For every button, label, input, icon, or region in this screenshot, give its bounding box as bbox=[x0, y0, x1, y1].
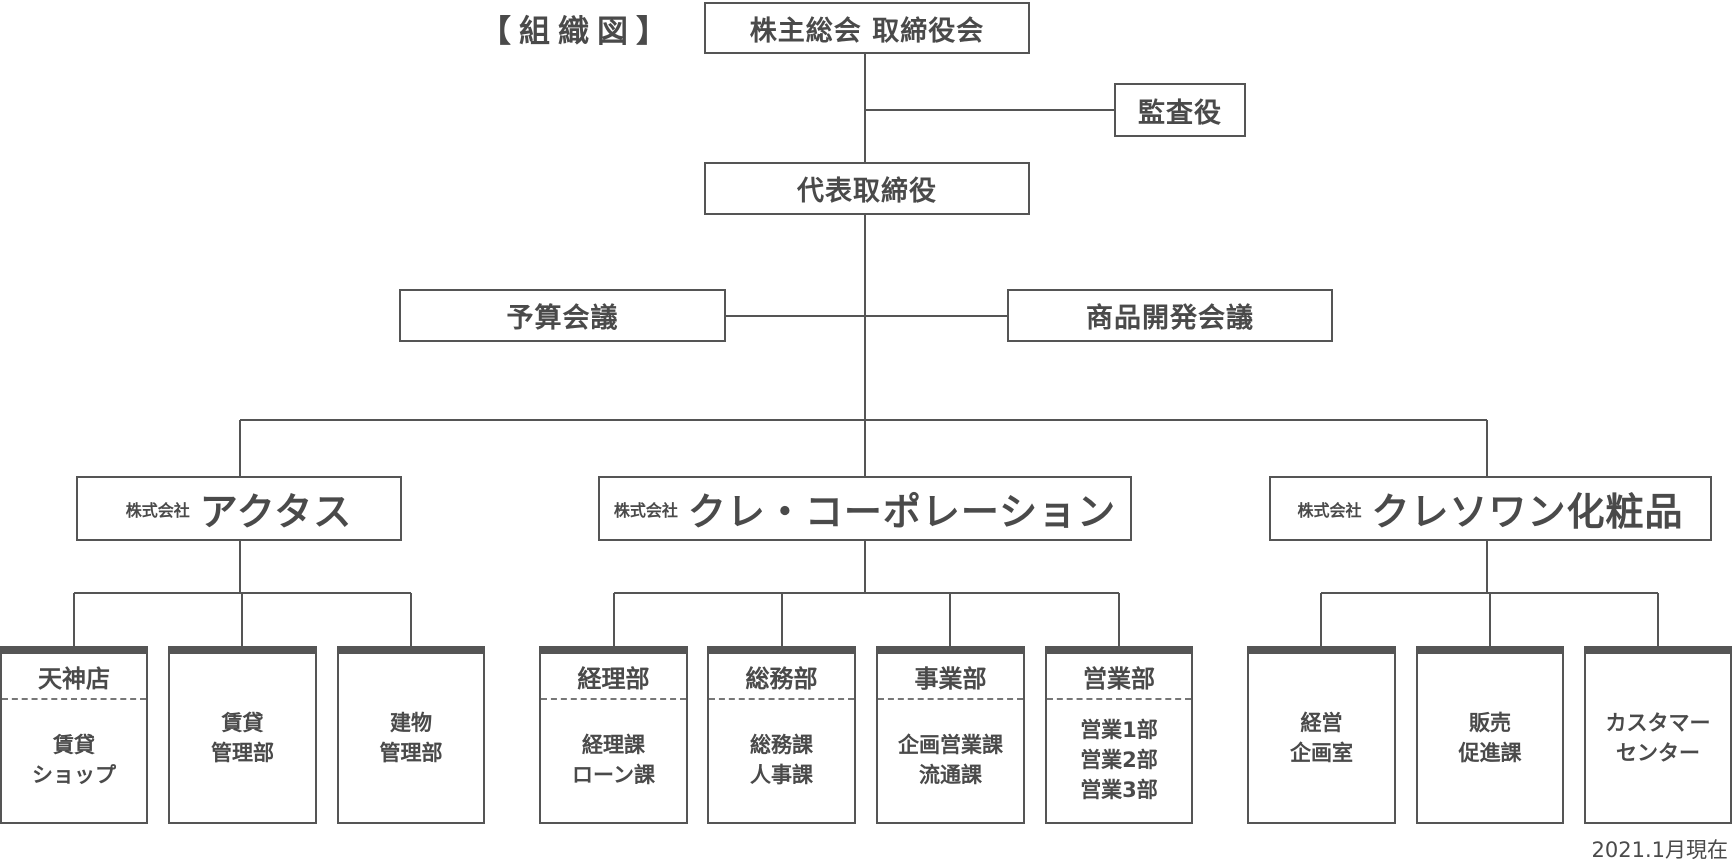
dept-line: 流通課 bbox=[919, 763, 982, 787]
auditor-box: 監査役 bbox=[1114, 83, 1246, 137]
dept-line: 営業3部 bbox=[1080, 778, 1158, 802]
company-box-actas: 株式会社 アクタス bbox=[76, 476, 402, 541]
dept-line: センター bbox=[1616, 741, 1700, 765]
dept-line: ショップ bbox=[32, 763, 116, 787]
dept-box: 事業部 企画営業課 流通課 bbox=[876, 646, 1025, 824]
company-box-cre-corporation: 株式会社 クレ・コーポレーション bbox=[598, 476, 1132, 541]
dept-box: 天神店 賃貸 ショップ bbox=[0, 646, 148, 824]
dept-line: 人事課 bbox=[750, 763, 813, 787]
dept-line: 総務課 bbox=[750, 733, 813, 757]
dept-line: 建物 bbox=[390, 711, 432, 735]
dept-line: 賃貸 bbox=[221, 711, 264, 735]
dept-line: 管理部 bbox=[211, 741, 274, 765]
dept-line: 営業1部 bbox=[1080, 718, 1158, 742]
dept-head: 経理部 bbox=[541, 654, 686, 700]
dept-line: 経営 bbox=[1300, 711, 1343, 735]
dept-line: 経理課 bbox=[582, 733, 645, 757]
dept-head: 総務部 bbox=[709, 654, 854, 700]
dept-line: 企画室 bbox=[1290, 741, 1353, 765]
ceo-box: 代表取締役 bbox=[704, 162, 1030, 215]
dept-line: ローン課 bbox=[572, 763, 655, 787]
dept-line: 管理部 bbox=[379, 741, 443, 765]
company-prefix: 株式会社 bbox=[613, 500, 678, 520]
dept-box: 賃貸 管理部 bbox=[168, 646, 317, 824]
dept-box: カスタマー センター bbox=[1584, 646, 1732, 824]
dept-box: 総務部 総務課 人事課 bbox=[707, 646, 856, 824]
budget-meeting-box: 予算会議 bbox=[399, 289, 726, 342]
company-name: アクタス bbox=[199, 490, 353, 534]
company-prefix: 株式会社 bbox=[1297, 500, 1362, 520]
as-of-date: 2021.1月現在 bbox=[1591, 838, 1728, 862]
dept-box: 営業部 営業1部 営業2部 営業3部 bbox=[1045, 646, 1193, 824]
dept-line: 営業2部 bbox=[1080, 748, 1158, 772]
company-name: クレソワン化粧品 bbox=[1371, 490, 1684, 534]
dept-box: 経営 企画室 bbox=[1247, 646, 1396, 824]
dept-line: 促進課 bbox=[1458, 741, 1522, 765]
shareholders-board-box: 株主総会 取締役会 bbox=[704, 2, 1030, 54]
dept-line: 賃貸 bbox=[53, 733, 95, 757]
product-meeting-box: 商品開発会議 bbox=[1007, 289, 1333, 342]
dept-head: 営業部 bbox=[1047, 654, 1191, 700]
dept-box: 経理部 経理課 ローン課 bbox=[539, 646, 688, 824]
dept-head: 事業部 bbox=[878, 654, 1023, 700]
dept-line: 企画営業課 bbox=[898, 733, 1003, 757]
company-box-cresowan-cosmetics: 株式会社 クレソワン化粧品 bbox=[1269, 476, 1712, 541]
company-name: クレ・コーポレーション bbox=[687, 490, 1117, 534]
chart-heading: 【組織図】 bbox=[480, 14, 675, 50]
dept-box: 建物 管理部 bbox=[337, 646, 485, 824]
dept-box: 販売 促進課 bbox=[1416, 646, 1564, 824]
dept-head: 天神店 bbox=[2, 654, 146, 700]
dept-line: 販売 bbox=[1469, 711, 1511, 735]
dept-line: カスタマー bbox=[1605, 711, 1711, 735]
company-prefix: 株式会社 bbox=[125, 500, 190, 520]
